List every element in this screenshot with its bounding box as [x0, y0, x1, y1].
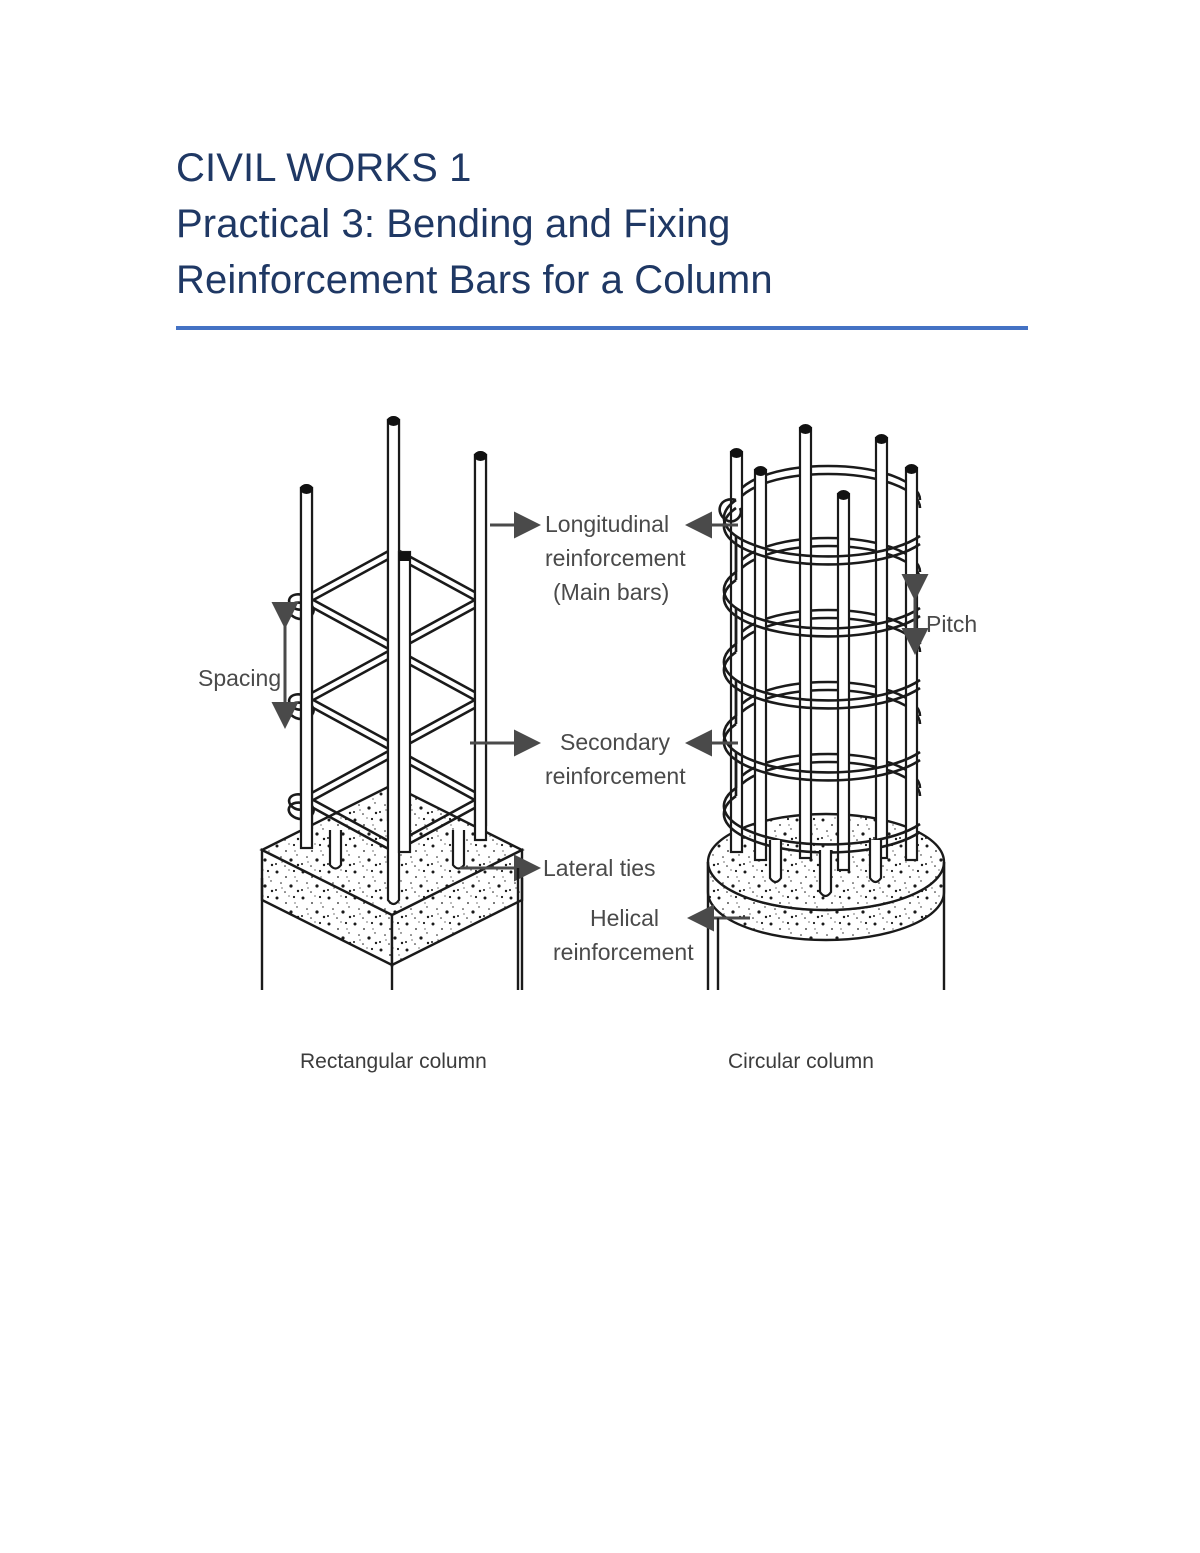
helical-label-line-1: Helical	[590, 905, 659, 931]
helical-label-line-2: reinforcement	[553, 939, 694, 965]
circular-embedded-bar-stubs	[768, 840, 883, 898]
longitudinal-label-line-1: Longitudinal	[545, 511, 669, 537]
title-line-2: Practical 3: Bending and Fixing	[176, 202, 731, 246]
rectangular-column-illustration	[259, 416, 525, 990]
page-title: CIVIL WORKS 1 Practical 3: Bending and F…	[176, 140, 1036, 308]
spacing-label: Spacing	[198, 665, 281, 691]
caption-circular-column: Circular column	[728, 1050, 874, 1073]
title-line-3: Reinforcement Bars for a Column	[176, 258, 773, 302]
longitudinal-label-line-2: reinforcement	[545, 545, 686, 571]
pitch-label: Pitch	[926, 611, 977, 637]
title-divider-rule	[176, 326, 1028, 330]
title-line-1: CIVIL WORKS 1	[176, 146, 472, 190]
circular-main-bars	[729, 424, 919, 872]
lateral-tie-middle	[287, 646, 485, 754]
column-reinforcement-diagram: Spacing Pitch Longitudinal reinforcement…	[170, 400, 1040, 1100]
figure-captions: Rectangular column Circular column	[170, 1050, 1040, 1090]
helical-reinforcement-front	[718, 498, 921, 854]
rectangular-shaft-edges	[260, 878, 524, 990]
caption-rectangular-column: Rectangular column	[300, 1050, 487, 1073]
circular-column-illustration	[706, 424, 946, 990]
rectangular-embedded-bar-stubs	[328, 830, 466, 906]
rectangular-main-bars-front	[299, 416, 488, 862]
secondary-label-line-1: Secondary	[560, 729, 670, 755]
lateral-ties-label: Lateral ties	[543, 855, 656, 881]
lateral-ties-leader	[460, 854, 541, 990]
lateral-tie-upper	[287, 546, 485, 654]
longitudinal-label-line-3: (Main bars)	[553, 579, 669, 605]
helical-leader	[687, 904, 750, 990]
secondary-label-line-2: reinforcement	[545, 763, 686, 789]
